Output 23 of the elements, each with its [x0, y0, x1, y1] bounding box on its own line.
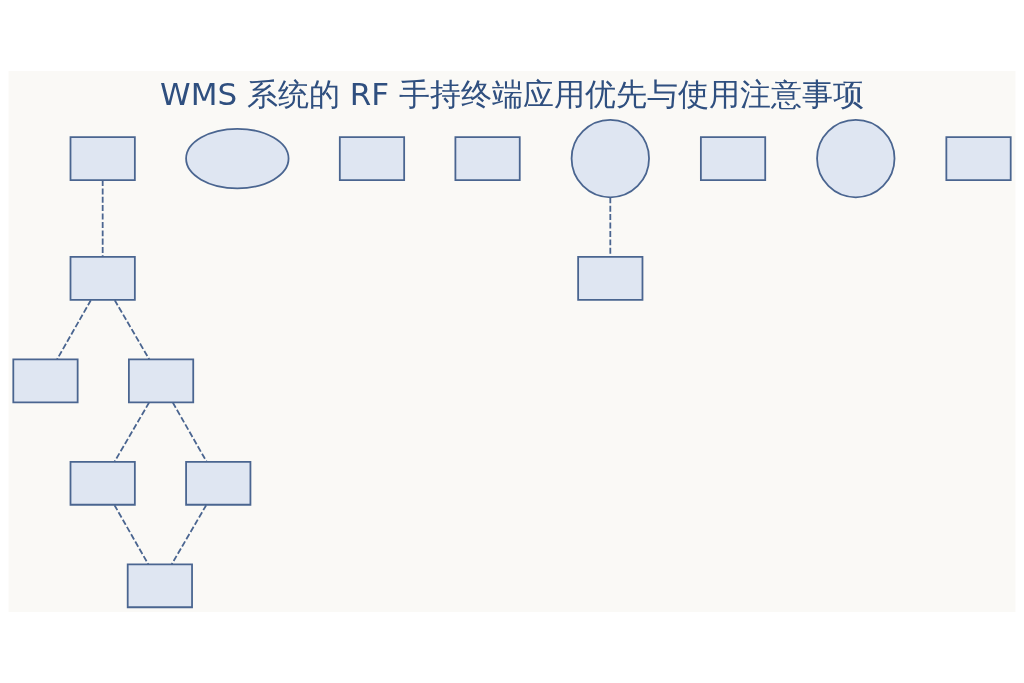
node-box: [12, 358, 79, 404]
connector: [113, 401, 150, 463]
connector: [113, 504, 150, 566]
node-box: [577, 256, 644, 301]
node-box: [454, 136, 521, 181]
connector: [172, 401, 208, 463]
node-box: [69, 136, 136, 181]
connector: [56, 299, 92, 361]
node-box: [126, 563, 193, 609]
connector: [170, 504, 208, 566]
node-cloud: [185, 127, 290, 190]
node-circle: [816, 118, 896, 199]
connector: [101, 179, 104, 258]
node-box: [69, 460, 136, 506]
node-box: [945, 136, 1012, 181]
node-box: [699, 136, 767, 181]
node-circle: [570, 118, 650, 199]
connector: [113, 299, 151, 361]
node-box: [185, 460, 252, 506]
diagram-title: WMS 系统的 RF 手持终端应用优先与使用注意事项: [160, 76, 864, 113]
node-box: [128, 358, 195, 404]
node-box: [338, 136, 406, 181]
node-box: [69, 256, 136, 301]
